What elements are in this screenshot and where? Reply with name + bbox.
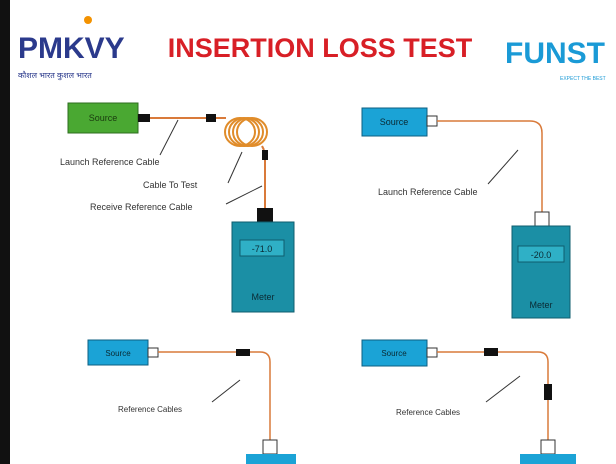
pointer-line [159,119,179,156]
source-port [138,114,150,122]
page-title: INSERTION LOSS TEST [168,33,473,63]
coil-out-cable [261,145,265,151]
source-label: Source [89,113,118,123]
reference-cable [498,351,549,384]
label-launch-cable: Launch Reference Cable [378,187,478,197]
meter-box [246,454,296,464]
pointer-line [211,379,241,403]
source-label: Source [105,349,131,358]
source-label: Source [380,117,409,127]
connector [484,348,498,356]
panel-top-left: Source -71.0 Meter Launch Reference Cabl… [60,102,295,313]
source-port [147,347,159,358]
meter-display [239,239,285,257]
source-label: Source [381,349,407,358]
label-reference-cables: Reference Cables [396,408,460,417]
panel-top-right: Source -20.0 Meter Launch Reference Cabl… [361,107,571,319]
source-port [426,347,438,358]
funst-tagline: EXPECT THE BEST [560,76,606,82]
left-edge-bar [0,0,10,464]
meter-box [511,225,571,319]
meter-reading: -20.0 [531,250,552,260]
pmkvy-tagline: कौशल भारत कुशल भारत [18,70,92,81]
source-port [426,115,438,127]
meter-reading: -71.0 [252,244,273,254]
meter-display [517,245,565,263]
label-receive-cable: Receive Reference Cable [90,202,193,212]
meter-label: Meter [251,292,274,302]
connector [236,349,250,356]
launch-cable [437,120,543,212]
pointer-line [225,185,263,205]
source-box [87,339,149,366]
pointer-line [487,149,519,185]
source-box [67,102,139,134]
label-launch-cable: Launch Reference Cable [60,157,160,167]
label-reference-cables: Reference Cables [118,405,182,414]
reference-cable [250,351,271,440]
panel-bottom-right: Source Reference Cables [361,339,576,464]
pointer-line [227,151,243,184]
label-cable-to-test: Cable To Test [143,180,198,190]
cable-coil [224,117,268,147]
receive-connector [262,150,268,160]
pmkvy-figure-icon [84,16,92,24]
meter-port [262,439,278,455]
connector [206,114,216,122]
meter-port [540,439,556,455]
pmkvy-logo: PMKVY कौशल भारत कुशल भारत [18,16,125,81]
pmkvy-logo-text: PMKVY [18,32,125,65]
funst-logo-text: FUNST [505,37,605,70]
meter-port [257,208,273,222]
meter-box [231,221,295,313]
meter-port [534,211,550,227]
source-box [361,107,428,137]
connector [544,384,552,400]
panel-bottom-left: Source Reference Cables [87,339,296,464]
pointer-line [485,375,521,403]
meter-box [520,454,576,464]
funst-logo: FUNST EXPECT THE BEST [505,37,606,82]
meter-label: Meter [529,300,552,310]
